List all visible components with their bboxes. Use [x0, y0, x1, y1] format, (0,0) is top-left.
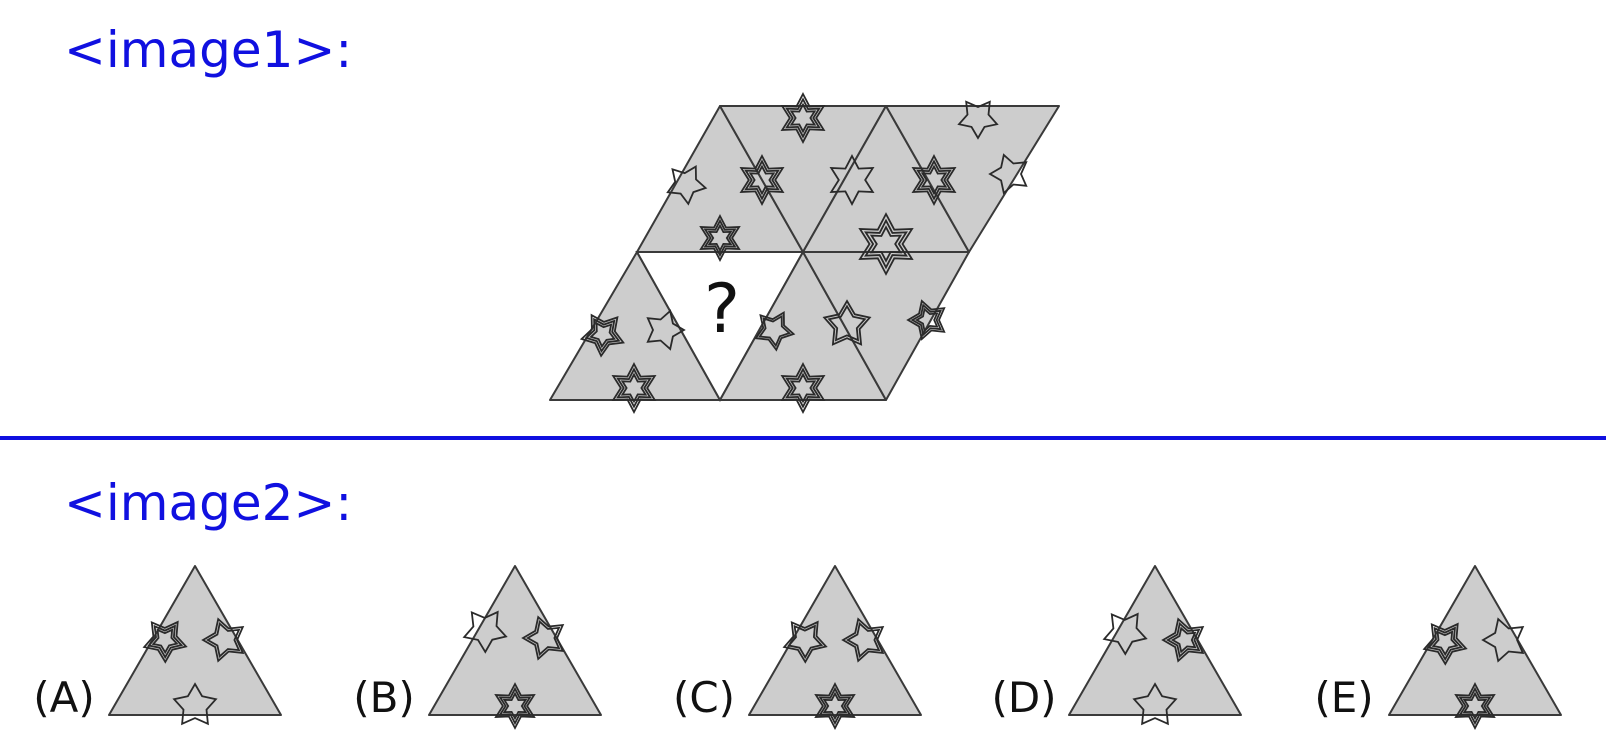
puzzle-star-icon: [579, 313, 625, 358]
puzzle-star-icon: [780, 362, 826, 414]
option-star-icon: [172, 682, 218, 726]
image1-label: <image1>:: [64, 21, 353, 79]
option-star-icon: [1132, 682, 1178, 726]
missing-piece-mark: ?: [704, 270, 740, 349]
puzzle-star-icon: [646, 309, 686, 351]
puzzle-tile-r2-4: [802, 251, 970, 401]
option-star-icon: [1454, 682, 1496, 730]
image2-label: <image2>:: [64, 474, 353, 532]
option-label: (B): [353, 673, 415, 722]
puzzle-star-icon: [829, 154, 875, 206]
puzzle-star-icon: [957, 100, 999, 140]
option-c[interactable]: (C): [673, 565, 922, 730]
puzzle-star-icon: [666, 165, 708, 206]
puzzle-star-icon: [699, 214, 741, 262]
puzzle-star-icon: [739, 154, 785, 206]
option-triangle[interactable]: [1068, 565, 1242, 716]
option-star-icon: [521, 615, 565, 661]
option-e[interactable]: (E): [1314, 565, 1562, 730]
option-star-icon: [201, 617, 245, 663]
option-star-icon: [1161, 617, 1205, 663]
puzzle-star-icon: [906, 299, 946, 341]
puzzle-parallelogram: ?: [549, 92, 1060, 414]
option-label: (A): [33, 673, 95, 722]
puzzle-star-icon: [858, 212, 914, 276]
option-star-icon: [142, 620, 188, 664]
option-d[interactable]: (D): [991, 565, 1242, 726]
option-star-icon: [814, 682, 856, 730]
option-star-icon: [1481, 617, 1525, 663]
puzzle-star-icon: [754, 311, 796, 352]
puzzle-star-icon: [611, 362, 657, 414]
puzzle-star-icon: [988, 153, 1028, 195]
option-label: (E): [1314, 673, 1373, 722]
option-label: (C): [673, 673, 735, 722]
option-a[interactable]: (A): [33, 565, 282, 726]
puzzle-star-icon: [822, 299, 872, 346]
option-b[interactable]: (B): [353, 565, 602, 730]
puzzle-star-icon: [780, 92, 826, 144]
answer-options: (A) (B) (C) (D) (E): [33, 565, 1562, 730]
puzzle-tile-r1-4: [885, 105, 1060, 253]
option-label: (D): [991, 673, 1056, 722]
section-divider: [0, 436, 1606, 440]
option-star-icon: [1422, 622, 1468, 666]
option-star-icon: [1102, 612, 1148, 656]
option-triangle[interactable]: [108, 565, 282, 716]
option-star-icon: [462, 610, 508, 654]
option-star-icon: [841, 617, 885, 663]
puzzle-star-icon: [911, 154, 957, 206]
option-star-icon: [782, 620, 828, 664]
option-star-icon: [494, 682, 536, 730]
